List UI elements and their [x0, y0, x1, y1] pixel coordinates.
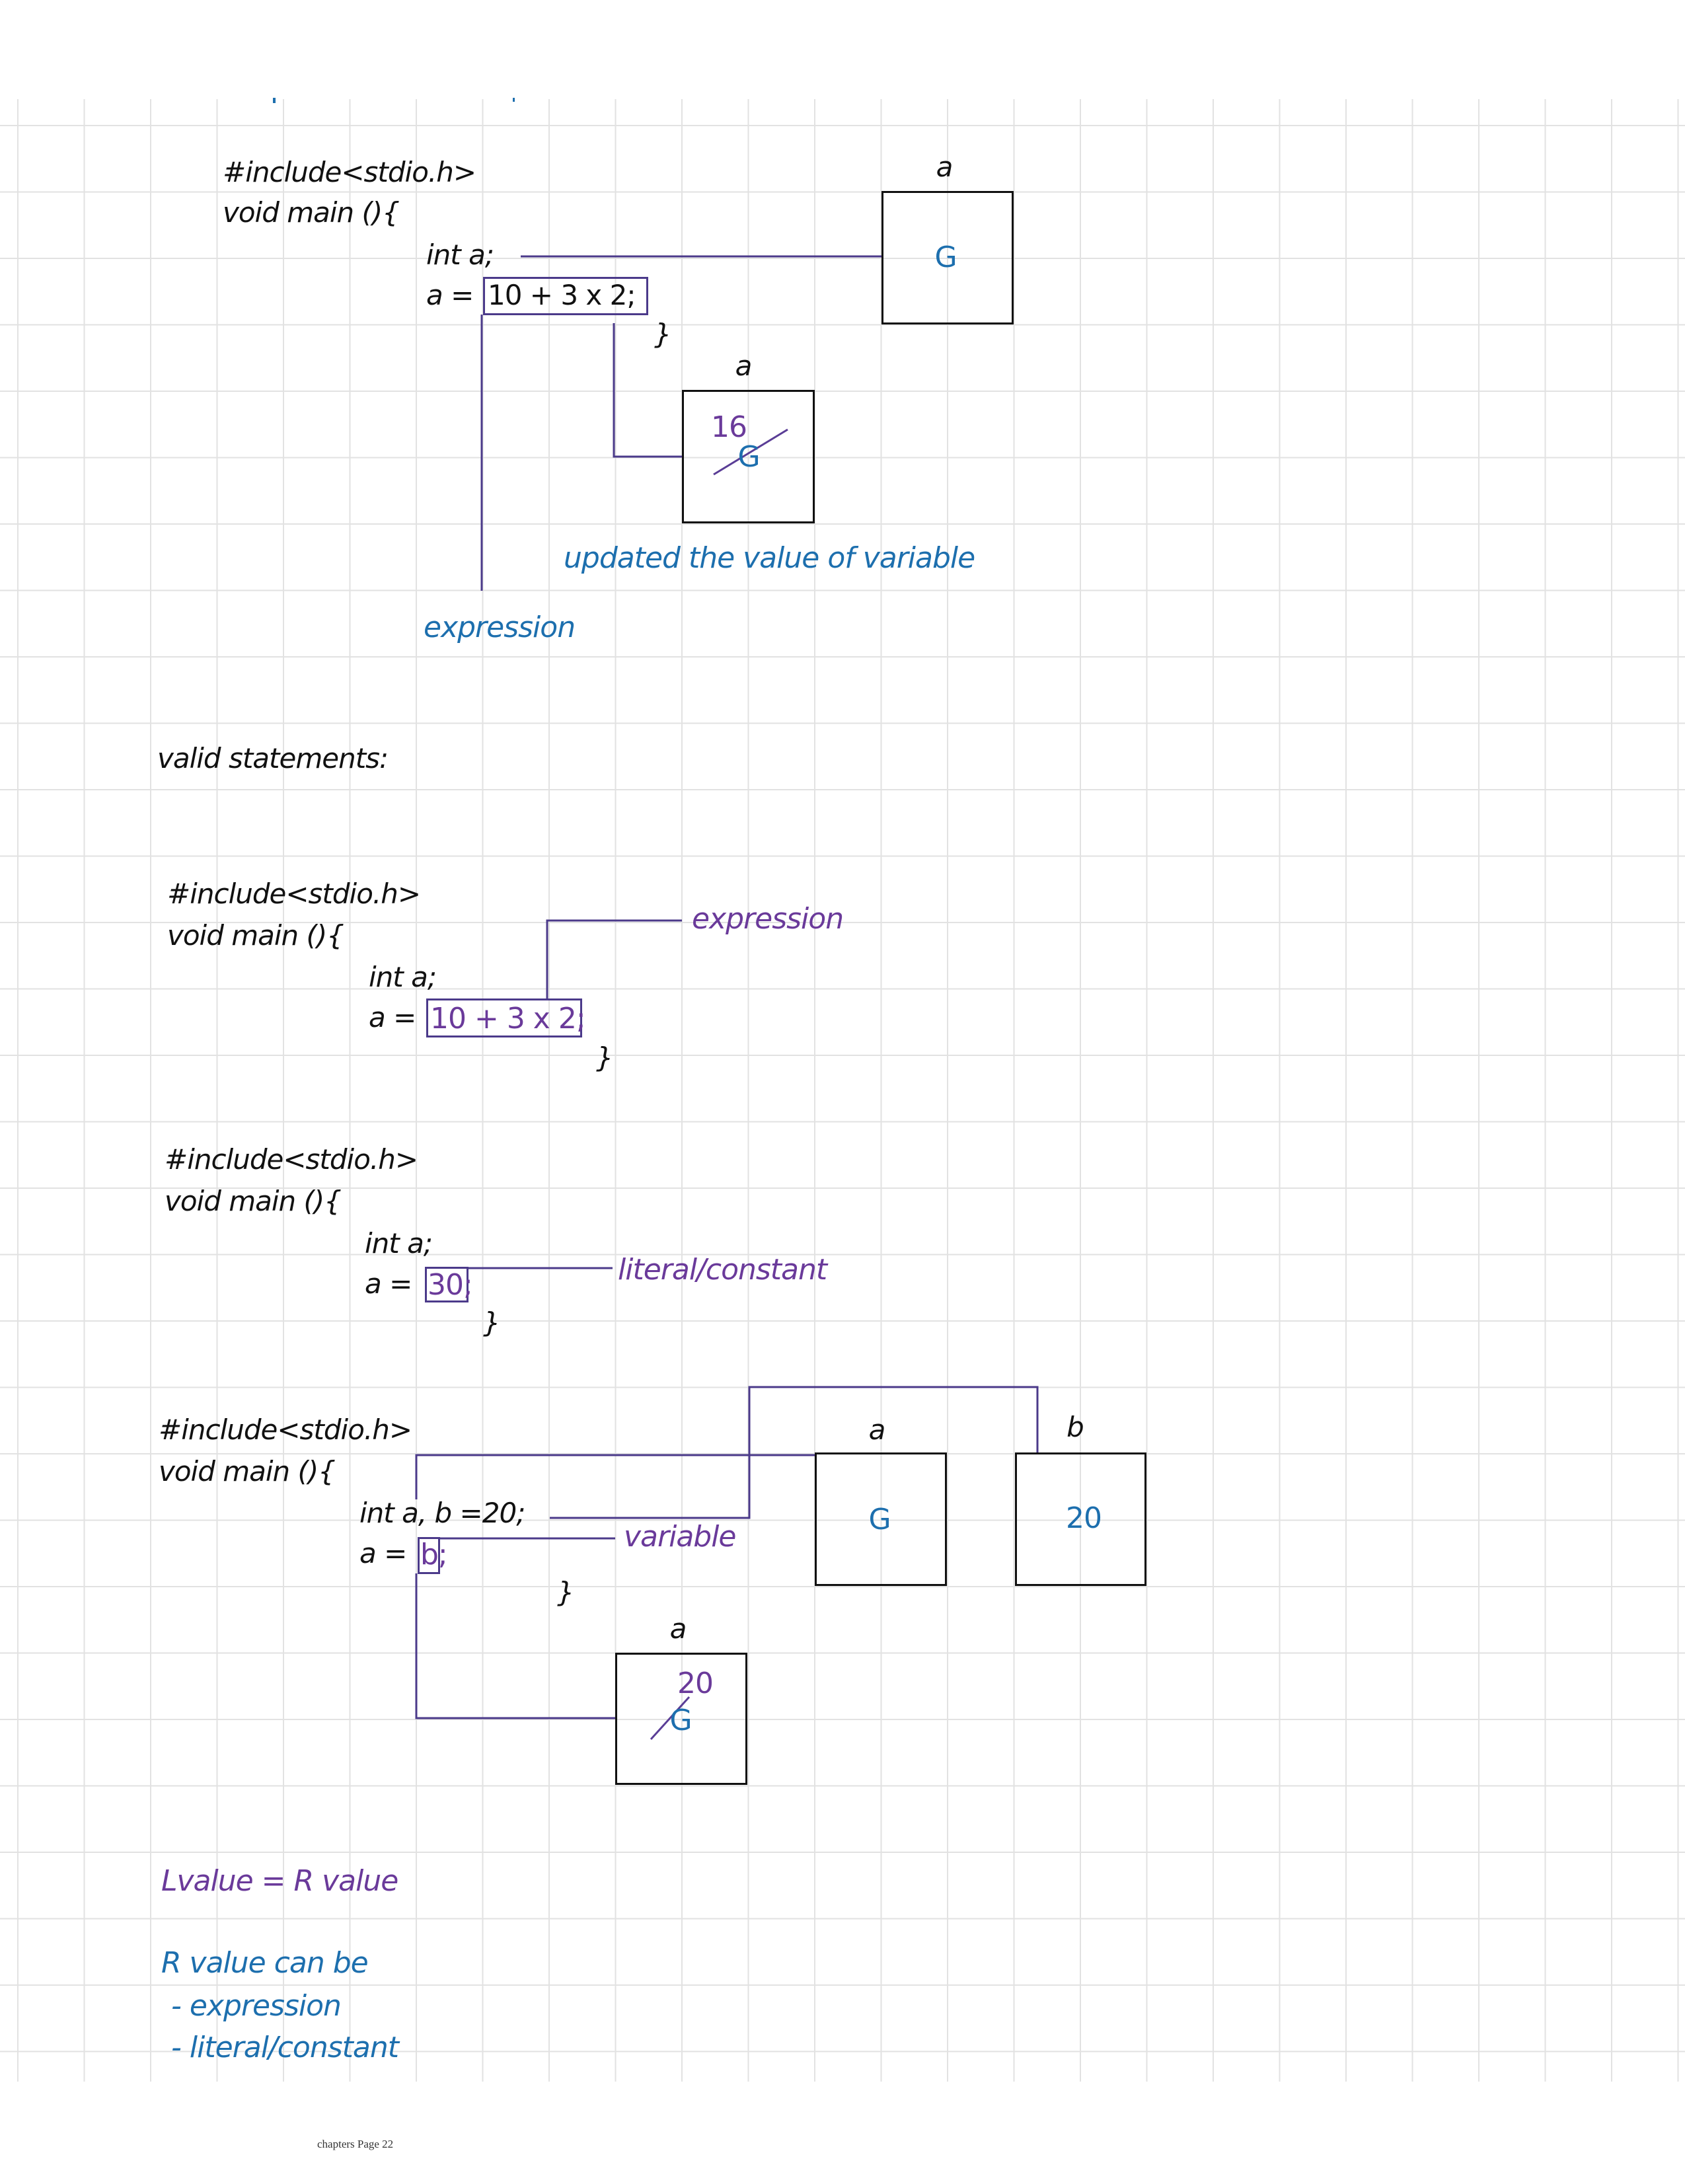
code-include: #include<stdio.h>	[165, 1143, 418, 1176]
code-assign-lhs: a =	[365, 1267, 412, 1300]
memory-box-initial	[881, 191, 1014, 324]
code-assign-lhs: a =	[426, 279, 474, 311]
connector-expression-label	[546, 919, 682, 998]
code-include: #include<stdio.h>	[167, 878, 421, 910]
code-include: #include<stdio.h>	[223, 156, 476, 188]
code-decl: int a;	[426, 239, 494, 271]
annotation-variable: variable	[624, 1520, 737, 1554]
heading-valid-statements: valid statements:	[157, 742, 389, 774]
strike-old-value-1	[713, 428, 788, 476]
code-close-brace: }	[557, 1576, 575, 1608]
memory-box-label-a: a	[868, 1413, 886, 1446]
connector-b-to-updated-box	[415, 1573, 615, 1719]
note-updated-value: updated the value of variable	[564, 541, 975, 575]
code-assign-rhs: 30;	[428, 1268, 473, 1302]
code-close-brace: }	[596, 1041, 614, 1074]
code-main: void main (){	[223, 196, 400, 229]
code-assign-lhs: a =	[359, 1537, 407, 1569]
memory-box-updated	[615, 1653, 747, 1785]
connector-decl-to-box-b	[550, 1386, 1039, 1519]
strike-old-value-4	[650, 1696, 691, 1741]
memory-box-updated	[682, 390, 815, 523]
code-main: void main (){	[165, 1185, 342, 1217]
memory-box-b	[1015, 1452, 1146, 1586]
new-value: 16	[711, 410, 747, 444]
annotation-expression: expression	[692, 902, 844, 936]
code-assign-rhs: 10 + 3 x 2;	[488, 279, 636, 311]
code-include: #include<stdio.h>	[159, 1413, 412, 1446]
code-decl: int a;	[365, 1227, 433, 1260]
annotation-literal: literal/constant	[618, 1253, 827, 1287]
stray-mark-1	[273, 98, 276, 103]
code-assign-lhs: a =	[369, 1001, 416, 1034]
page-footer: chapters Page 22	[317, 2138, 394, 2150]
rhs-highlight-box	[426, 998, 582, 1037]
code-main: void main (){	[167, 919, 344, 952]
note-item: - literal/constant	[171, 2031, 399, 2064]
code-close-brace: }	[483, 1306, 501, 1339]
connector-assign-to-updated-box	[613, 323, 682, 458]
note-rvalue-heading: R value can be	[161, 1946, 369, 1980]
memory-box-label: a	[669, 1612, 687, 1645]
old-value: G	[737, 440, 760, 474]
memory-box-label: a	[936, 151, 954, 183]
note-expression: expression	[424, 611, 576, 644]
rhs-highlight-box	[418, 1537, 440, 1574]
memory-box-label-b: b	[1067, 1411, 1084, 1443]
code-decl: int a, b =20;	[359, 1497, 525, 1529]
code-main: void main (){	[159, 1455, 336, 1487]
box-b-value: 20	[1066, 1501, 1102, 1535]
connector-a-to-box-a	[415, 1454, 815, 1499]
garbage-value: G	[934, 241, 957, 274]
garbage-value: G	[868, 1503, 891, 1536]
old-value: G	[669, 1704, 692, 1737]
memory-box-label: a	[735, 350, 753, 382]
new-value: 20	[677, 1667, 714, 1700]
rhs-highlight-box	[425, 1267, 468, 1302]
memory-box-a	[815, 1452, 947, 1586]
code-assign-rhs: b;	[420, 1538, 448, 1571]
code-assign-rhs: 10 + 3 x 2;	[430, 1002, 586, 1036]
stray-mark-2	[513, 98, 515, 102]
rhs-highlight-box	[483, 277, 648, 315]
code-close-brace: }	[654, 318, 672, 350]
code-decl: int a;	[369, 961, 437, 993]
note-lvalue-equals-rvalue: Lvalue = R value	[161, 1864, 398, 1898]
note-item: - expression	[171, 1989, 342, 2023]
